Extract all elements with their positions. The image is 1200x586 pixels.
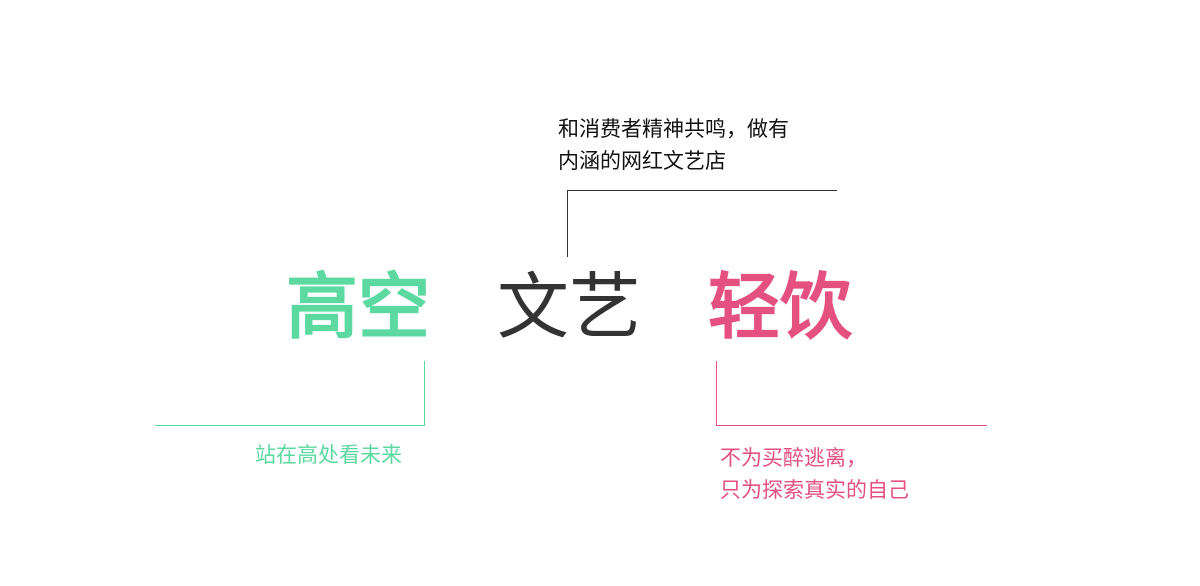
- right-connector-vertical: [716, 361, 717, 425]
- keyword-left: 高空: [286, 265, 431, 349]
- caption-left-line-1: 站在高处看未来: [255, 443, 402, 467]
- right-connector-horizontal: [716, 425, 987, 426]
- caption-right-line-2: 只为探索真实的自己: [720, 478, 909, 502]
- left-connector-vertical: [424, 361, 425, 425]
- caption-top-line-1: 和消费者精神共鸣，做有: [558, 117, 789, 141]
- caption-left: 站在高处看未来: [255, 439, 402, 471]
- left-connector-horizontal: [155, 425, 425, 426]
- caption-top: 和消费者精神共鸣，做有 内涵的网红文艺店: [558, 113, 789, 177]
- caption-right-line-1: 不为买醉逃离，: [720, 446, 867, 470]
- keyword-middle: 文艺: [497, 265, 642, 349]
- top-connector-vertical: [567, 190, 568, 257]
- top-connector-horizontal: [567, 190, 837, 191]
- keyword-right: 轻饮: [708, 265, 853, 349]
- caption-top-line-2: 内涵的网红文艺店: [558, 149, 726, 173]
- caption-right: 不为买醉逃离， 只为探索真实的自己: [720, 442, 909, 506]
